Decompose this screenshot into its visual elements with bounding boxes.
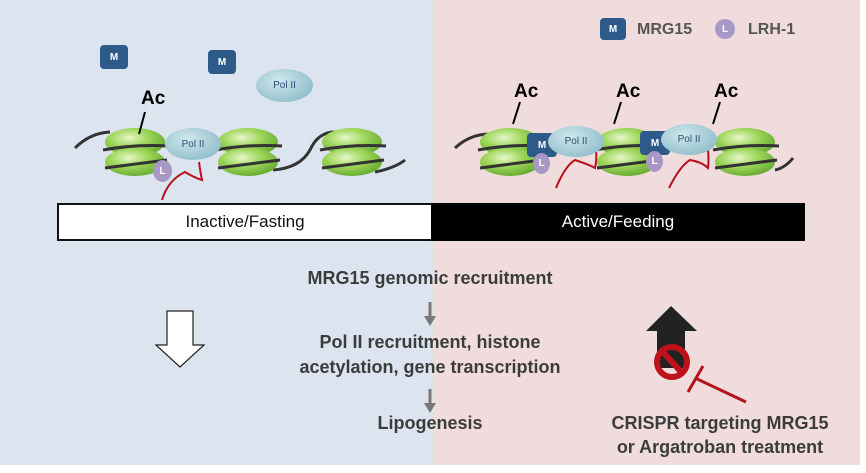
rna-transcript	[668, 149, 710, 189]
pathway-step-3: Lipogenesis	[377, 413, 483, 433]
decrease-arrow-icon	[154, 310, 206, 368]
mrg15-free: M	[208, 50, 236, 74]
acetyl-mark: Ac	[714, 81, 739, 102]
legend-mrg15-label: MRG15	[637, 21, 693, 38]
pathway-step-2a: Pol II recruitment, histone	[319, 332, 541, 352]
lrh1-bound: L	[533, 153, 550, 174]
rna-transcript	[161, 161, 204, 201]
legend-lrh1-label: LRH-1	[748, 21, 796, 38]
acetyl-mark: Ac	[514, 81, 539, 102]
nucleosome	[214, 126, 284, 178]
prohibited-icon	[654, 344, 690, 380]
legend-mrg15-icon: M	[600, 18, 626, 40]
left-chromatin	[73, 111, 406, 201]
pathway-step-1: MRG15 genomic recruitment	[307, 268, 553, 288]
state-active-feeding: Active/Feeding	[431, 203, 805, 241]
pathway-step-2b: acetylation, gene transcription	[299, 357, 561, 377]
mrg15-free: M	[100, 45, 128, 69]
pathway-arrows	[424, 302, 436, 413]
lrh1-bound: L	[646, 151, 663, 172]
acetyl-mark: Ac	[141, 88, 166, 109]
pol2-bound: Pol II	[661, 124, 717, 155]
lrh1-bound: L	[153, 160, 172, 182]
nucleosome	[711, 126, 781, 178]
nucleosome	[318, 126, 388, 178]
rna-transcript	[555, 149, 598, 189]
right-chromatin	[453, 101, 795, 189]
inhibition-line	[686, 365, 747, 404]
acetyl-mark: Ac	[616, 81, 641, 102]
pol2-free: Pol II	[256, 69, 313, 102]
pol2-bound: Pol II	[165, 128, 221, 160]
inhibition-text-2: or Argatroban treatment	[616, 437, 824, 457]
state-inactive-fasting: Inactive/Fasting	[57, 203, 433, 241]
pol2-bound: Pol II	[548, 126, 604, 157]
legend-lrh1-icon: L	[715, 19, 735, 39]
inhibition-text-1: CRISPR targeting MRG15	[611, 413, 829, 433]
